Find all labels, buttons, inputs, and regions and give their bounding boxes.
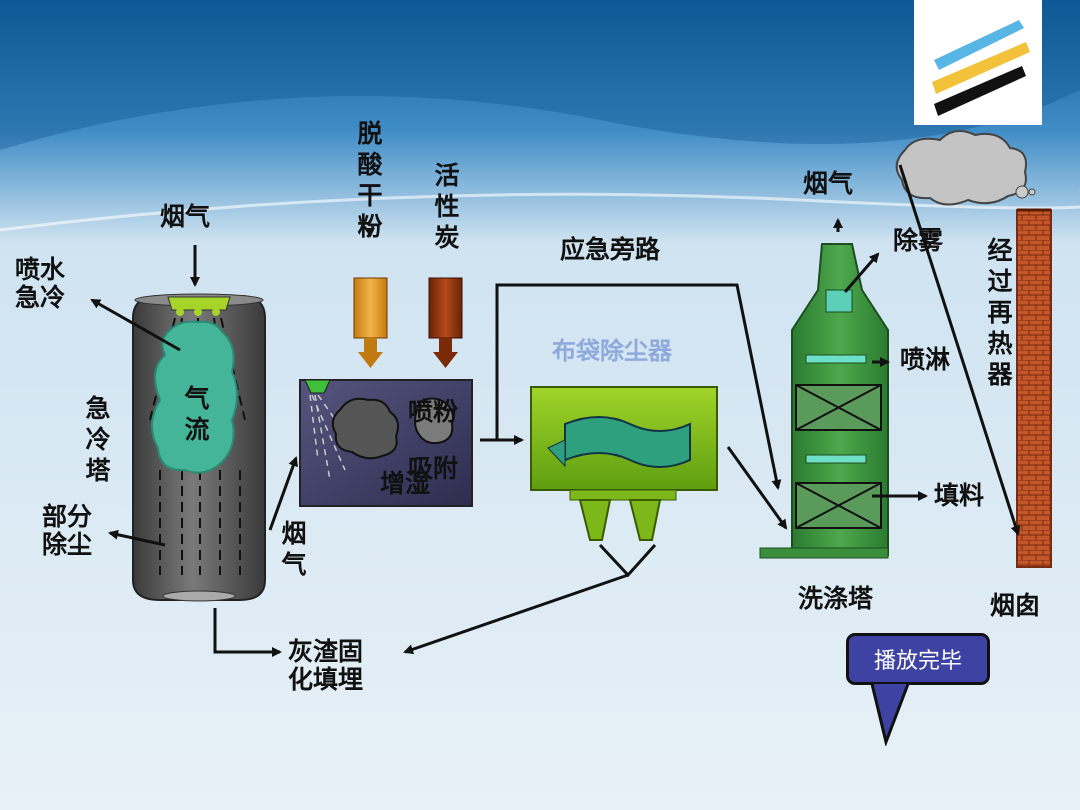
label-emergency-bypass: 应急旁路 bbox=[560, 235, 661, 264]
label-bag-filter: 布袋除尘器 bbox=[552, 337, 672, 365]
label-spray-powder: 喷粉 bbox=[408, 397, 459, 426]
label-flue-gas-out: 烟气 bbox=[803, 169, 854, 198]
reactor bbox=[299, 379, 473, 507]
label-ash-solidify: 灰渣固 化填埋 bbox=[288, 637, 364, 694]
label-flue-gas-side: 烟气 bbox=[281, 519, 307, 579]
carbon-hopper bbox=[428, 277, 463, 368]
callout-tail bbox=[870, 684, 910, 746]
label-airflow: 气流 bbox=[184, 384, 210, 444]
bag-filter bbox=[530, 386, 718, 541]
quench-tower bbox=[132, 293, 266, 602]
label-demist: 除雾 bbox=[893, 226, 944, 255]
playback-done-button[interactable]: 播放完毕 bbox=[846, 633, 990, 685]
chimney bbox=[1016, 208, 1052, 568]
label-chimney: 烟囱 bbox=[990, 591, 1041, 620]
logo bbox=[914, 0, 1042, 125]
label-reheat: 经过再热器 bbox=[987, 236, 1013, 389]
label-spray-quench: 喷水 急冷 bbox=[15, 255, 66, 312]
label-quench-tower: 急冷塔 bbox=[85, 394, 111, 485]
label-partial-dust: 部分 除尘 bbox=[42, 502, 93, 559]
label-flue-gas-top: 烟气 bbox=[160, 202, 211, 231]
label-adsorption: 吸附 bbox=[408, 454, 459, 483]
scrubber-tower bbox=[759, 243, 889, 559]
deacid-hopper bbox=[353, 277, 388, 368]
smoke-cloud bbox=[895, 130, 1036, 206]
label-packing: 填料 bbox=[934, 481, 985, 510]
label-activated-carbon: 活性炭 bbox=[434, 161, 460, 252]
label-deacid-powder: 脱酸干粉 bbox=[357, 119, 383, 241]
label-humidify: 增湿 bbox=[380, 469, 431, 498]
label-spray: 喷淋 bbox=[900, 345, 951, 374]
label-scrubber: 洗涤塔 bbox=[798, 584, 874, 613]
